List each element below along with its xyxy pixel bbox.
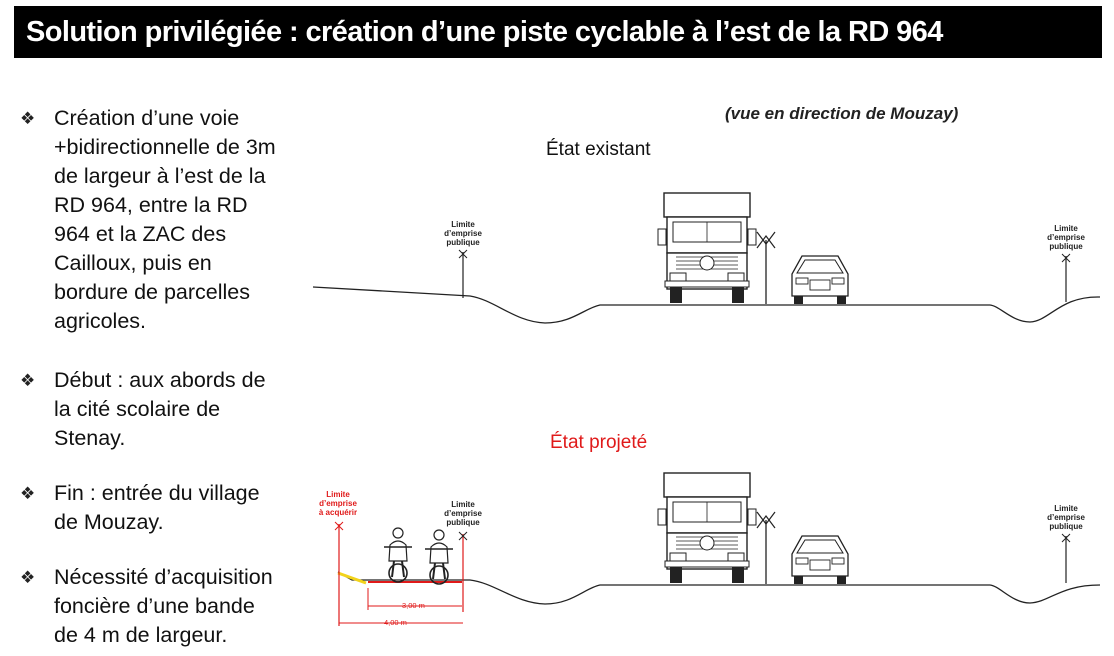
diamond-bullet-icon: ❖ [20, 109, 36, 128]
bullet-line: 964 et la ZAC des [54, 222, 227, 246]
projected-state-label: État projeté [550, 432, 648, 453]
acquire-limit-post [334, 521, 344, 626]
cyclist-2-icon [424, 529, 454, 585]
cycle-path-yellow-edge [337, 571, 367, 585]
existing-state-label: État existant [546, 139, 651, 160]
existing-cross-section [312, 192, 1101, 324]
bullet-line: Stenay. [54, 426, 126, 450]
existing-road-sign-icon [756, 231, 776, 305]
bullet-line: Création d’une voie [54, 106, 240, 130]
projected-cross-section [334, 472, 1101, 626]
bullet-list: ❖ Création d’une voie +bidirectionnelle … [18, 104, 318, 650]
bullet-line: de Mouzay. [54, 510, 164, 534]
projected-ground-profile [337, 571, 1101, 605]
list-item: ❖ Création d’une voie +bidirectionnelle … [18, 104, 318, 336]
bullet-line: RD 964, entre la RD [54, 193, 248, 217]
diamond-bullet-icon: ❖ [20, 371, 36, 390]
diamond-bullet-icon: ❖ [20, 568, 36, 587]
bullet-line: Fin : entrée du village [54, 481, 260, 505]
bullet-line: Cailloux, puis en [54, 251, 212, 275]
bullet-line: Début : aux abords de [54, 368, 266, 392]
projected-truck-icon [657, 472, 757, 584]
bullet-line: la cité scolaire de [54, 397, 221, 421]
projected-car-icon [791, 535, 849, 585]
bullet-line: Nécessité d’acquisition [54, 565, 273, 589]
existing-truck-icon [657, 192, 757, 304]
bullet-line: de largeur à l’est de la [54, 164, 266, 188]
bullet-line: foncière d’une bande [54, 594, 255, 618]
page-title: Solution privilégiée : création d’une pi… [14, 6, 1102, 58]
cyclist-1-icon [383, 527, 413, 583]
bullet-line: agricoles. [54, 309, 147, 333]
view-direction-note: (vue en direction de Mouzay) [725, 104, 959, 123]
list-item: ❖ Nécessité d’acquisition foncière d’une… [18, 563, 318, 650]
existing-ground-profile [312, 286, 1101, 324]
bullet-line: bordure de parcelles [54, 280, 251, 304]
bullet-line: de 4 m de largeur. [54, 623, 228, 647]
projected-right-limit-post [1061, 533, 1071, 583]
existing-left-limit-post [458, 249, 468, 298]
projected-road-sign-icon [756, 511, 776, 585]
list-item: ❖ Début : aux abords de la cité scolaire… [18, 366, 318, 453]
existing-car-icon [791, 255, 849, 305]
list-item: ❖ Fin : entrée du village de Mouzay. [18, 479, 318, 537]
projected-left-limit-post [458, 531, 468, 612]
diamond-bullet-icon: ❖ [20, 484, 36, 503]
existing-right-limit-post [1061, 253, 1071, 302]
bullet-line: +bidirectionnelle de 3m [54, 135, 276, 159]
